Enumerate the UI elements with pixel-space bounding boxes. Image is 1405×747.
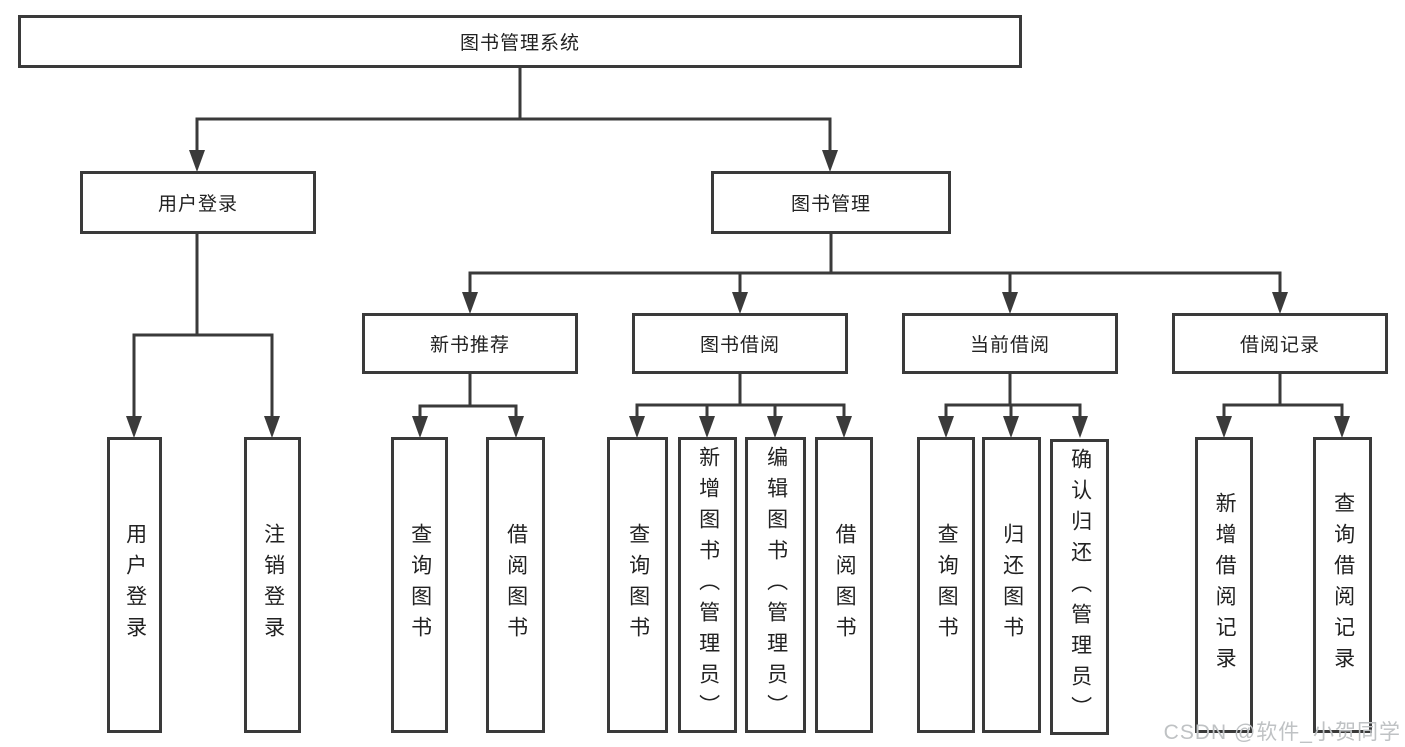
node-leaf-logout-label: 注销登录 xyxy=(261,523,285,647)
node-book-management-label: 图书管理 xyxy=(790,194,871,215)
node-leaf-current-confirm-label: 确认归还（管理员） xyxy=(1068,447,1092,727)
node-leaf-borrow-query: 查询图书 xyxy=(607,437,668,733)
node-leaf-records-add: 新增借阅记录 xyxy=(1195,437,1253,733)
node-leaf-borrow-add: 新增图书（管理员） xyxy=(678,437,737,733)
node-leaf-borrow-add-label: 新增图书（管理员） xyxy=(696,445,720,725)
node-root: 图书管理系统 xyxy=(18,15,1022,68)
node-leaf-borrow-edit: 编辑图书（管理员） xyxy=(745,437,806,733)
node-leaf-borrow-edit-label: 编辑图书（管理员） xyxy=(764,445,788,725)
node-borrow-records-label: 借阅记录 xyxy=(1239,335,1320,356)
node-leaf-records-query-label: 查询借阅记录 xyxy=(1331,492,1355,678)
node-user-login: 用户登录 xyxy=(80,171,316,234)
node-current-borrow: 当前借阅 xyxy=(902,313,1118,374)
node-leaf-borrow-borrow-label: 借阅图书 xyxy=(833,523,857,647)
node-leaf-borrow-borrow: 借阅图书 xyxy=(815,437,873,733)
node-user-login-label: 用户登录 xyxy=(157,194,238,215)
node-borrow-records: 借阅记录 xyxy=(1172,313,1388,374)
node-leaf-current-query: 查询图书 xyxy=(917,437,975,733)
node-book-borrow: 图书借阅 xyxy=(632,313,848,374)
node-new-book-recommend: 新书推荐 xyxy=(362,313,578,374)
node-leaf-user-login-label: 用户登录 xyxy=(123,523,147,647)
node-leaf-records-query: 查询借阅记录 xyxy=(1313,437,1372,733)
node-leaf-current-return-label: 归还图书 xyxy=(1000,523,1024,647)
csdn-watermark: CSDN @软件_小贺同学 xyxy=(1163,721,1401,744)
node-book-borrow-label: 图书借阅 xyxy=(699,335,780,356)
node-leaf-current-return: 归还图书 xyxy=(982,437,1041,733)
node-root-label: 图书管理系统 xyxy=(459,33,580,54)
node-leaf-borrow-query-label: 查询图书 xyxy=(626,523,650,647)
node-book-management: 图书管理 xyxy=(711,171,951,234)
node-leaf-current-query-label: 查询图书 xyxy=(935,523,959,647)
node-leaf-newbook-query-label: 查询图书 xyxy=(408,523,432,647)
node-leaf-current-confirm: 确认归还（管理员） xyxy=(1050,439,1109,735)
node-new-book-recommend-label: 新书推荐 xyxy=(429,335,510,356)
node-leaf-records-add-label: 新增借阅记录 xyxy=(1213,492,1237,678)
node-leaf-newbook-query: 查询图书 xyxy=(391,437,448,733)
node-leaf-user-login: 用户登录 xyxy=(107,437,162,733)
node-leaf-logout: 注销登录 xyxy=(244,437,301,733)
node-current-borrow-label: 当前借阅 xyxy=(969,335,1050,356)
node-leaf-newbook-borrow-label: 借阅图书 xyxy=(504,523,528,647)
node-leaf-newbook-borrow: 借阅图书 xyxy=(486,437,545,733)
